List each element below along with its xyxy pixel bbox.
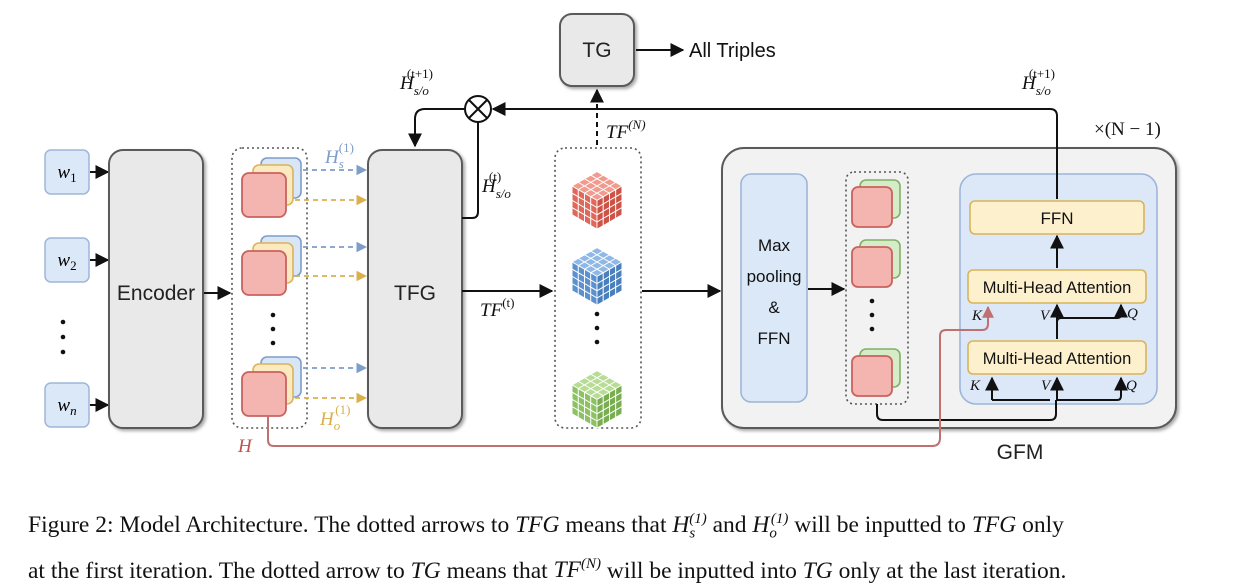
architecture-diagram: w1 w2 wn Encoder xyxy=(44,13,1177,464)
table-feature-dot xyxy=(594,311,600,317)
table-feature-cube-green xyxy=(571,370,623,429)
svg-text:wn: wn xyxy=(57,395,76,418)
table-feature-dot xyxy=(594,339,600,345)
label-h-so-t1-right: Hs/o(t+1) xyxy=(1021,66,1055,98)
node-feature-dots xyxy=(869,298,875,332)
path-nodes-to-mha xyxy=(876,400,1057,421)
label-tf-t: TF(t) xyxy=(480,295,514,321)
label-v-bottom: V xyxy=(1041,378,1052,394)
label-k-bottom: K xyxy=(969,378,981,394)
label-tf-n: TF(N) xyxy=(606,117,646,143)
multi-head-attention-bottom: Multi-Head Attention xyxy=(967,340,1147,375)
hidden-state-stack-1 xyxy=(241,157,302,218)
tg-block: TG xyxy=(559,13,635,87)
svg-text:&: & xyxy=(768,298,780,317)
hidden-states-container xyxy=(231,147,308,429)
figure-caption: Figure 2: Model Architecture. The dotted… xyxy=(28,504,1228,586)
multi-head-attention-top: Multi-Head Attention xyxy=(967,269,1147,304)
label-h-so-t: Hs/o(t) xyxy=(481,169,511,201)
h-skip-path xyxy=(267,305,994,447)
svg-text:Multi-Head Attention: Multi-Head Attention xyxy=(983,350,1132,368)
ffn-block: FFN xyxy=(969,200,1145,235)
table-feature-cube-blue xyxy=(571,247,623,306)
caption-line-2: at the first iteration. The dotted arrow… xyxy=(28,556,1067,584)
svg-text:w1: w1 xyxy=(57,162,76,185)
label-q-bottom: Q xyxy=(1126,378,1137,394)
label-h-o1: Ho(1) xyxy=(319,402,350,433)
dashed-arrows-ho1 xyxy=(295,194,368,404)
input-token-w2: w2 xyxy=(44,237,90,283)
arrow-multiply-to-tfg xyxy=(408,108,465,148)
svg-text:GFM: GFM xyxy=(997,441,1044,464)
node-features-container xyxy=(845,171,909,405)
svg-text:TG: TG xyxy=(582,39,611,62)
node-feature-2 xyxy=(851,239,901,288)
max-pooling-ffn-block: Max pooling & FFN xyxy=(740,173,808,403)
svg-text:w2: w2 xyxy=(57,250,76,273)
svg-text:FFN: FFN xyxy=(1040,209,1073,228)
repeat-label: ×(N − 1) xyxy=(1094,119,1161,140)
all-triples-label: All Triples xyxy=(689,40,776,62)
svg-text:Multi-Head Attention: Multi-Head Attention xyxy=(983,279,1132,297)
svg-text:TFG: TFG xyxy=(394,282,436,305)
multiply-node xyxy=(464,95,492,123)
hidden-state-stack-2 xyxy=(241,235,302,296)
caption-line-1: Figure 2: Model Architecture. The dotted… xyxy=(28,511,1064,542)
node-feature-n xyxy=(851,348,901,397)
table-feature-dot xyxy=(594,325,600,331)
node-feature-1 xyxy=(851,179,901,228)
hidden-state-dots xyxy=(270,312,276,346)
table-feature-cube-red xyxy=(571,171,623,230)
label-h: H xyxy=(237,436,253,457)
tfg-block: TFG xyxy=(367,149,463,429)
label-v-top: V xyxy=(1040,308,1051,324)
svg-text:Encoder: Encoder xyxy=(117,282,195,305)
arrow-to-q-bottom xyxy=(1057,376,1128,401)
arrow-gfm-to-multiply xyxy=(491,102,1058,199)
encoder-block: Encoder xyxy=(108,149,204,429)
svg-text:pooling: pooling xyxy=(747,267,802,286)
svg-text:FFN: FFN xyxy=(757,329,790,348)
label-q-top: Q xyxy=(1127,306,1138,322)
arrow-tfg-to-multiply xyxy=(462,122,479,219)
hidden-state-stack-n xyxy=(241,356,302,417)
svg-text:Max: Max xyxy=(758,236,791,255)
input-token-wn: wn xyxy=(44,382,90,428)
dashed-arrows-hs1 xyxy=(303,164,368,374)
label-h-so-t1-left: Hs/o(t+1) xyxy=(399,66,433,98)
label-h-s1: Hs(1) xyxy=(324,140,354,171)
input-token-w1: w1 xyxy=(44,149,90,195)
label-k-top: K xyxy=(971,308,983,324)
input-token-dots xyxy=(60,319,66,355)
